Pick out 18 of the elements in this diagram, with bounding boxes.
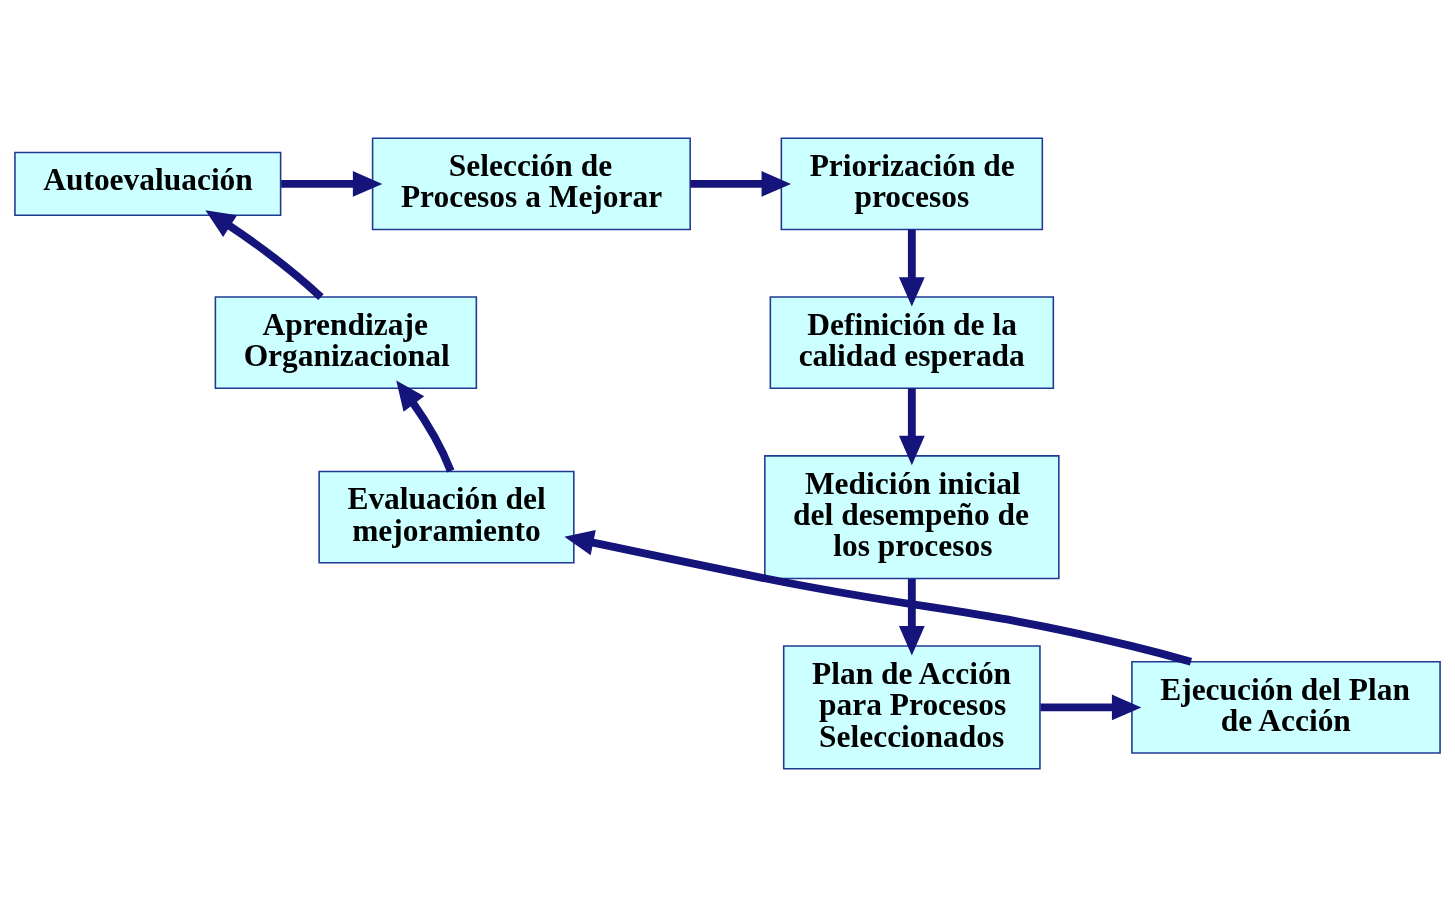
node-box: Definición de la calidad esperada bbox=[769, 295, 1055, 389]
arrow bbox=[898, 578, 925, 655]
arrow bbox=[205, 209, 324, 300]
arrow bbox=[1040, 694, 1142, 720]
node-box: Aprendizaje Organizacional bbox=[214, 295, 478, 389]
node-box: Plan de Acción para Procesos Seleccionados bbox=[782, 644, 1041, 769]
arrow bbox=[396, 380, 455, 472]
arrow bbox=[898, 387, 925, 465]
arrow bbox=[690, 170, 792, 197]
arrow bbox=[564, 529, 1193, 666]
node-box: Ejecución del Plan de Acción bbox=[1131, 660, 1441, 754]
node-box: Priorización de procesos bbox=[780, 137, 1044, 230]
arrow bbox=[898, 229, 925, 307]
node-box: Selección de Procesos a Mejorar bbox=[371, 137, 691, 230]
node-box: Medición inicial del desempeño de los procesos bbox=[764, 454, 1060, 579]
arrow bbox=[281, 170, 383, 197]
node-box: Evaluación del mejoramiento bbox=[318, 470, 575, 564]
node-box: Autoevaluación bbox=[14, 151, 282, 216]
